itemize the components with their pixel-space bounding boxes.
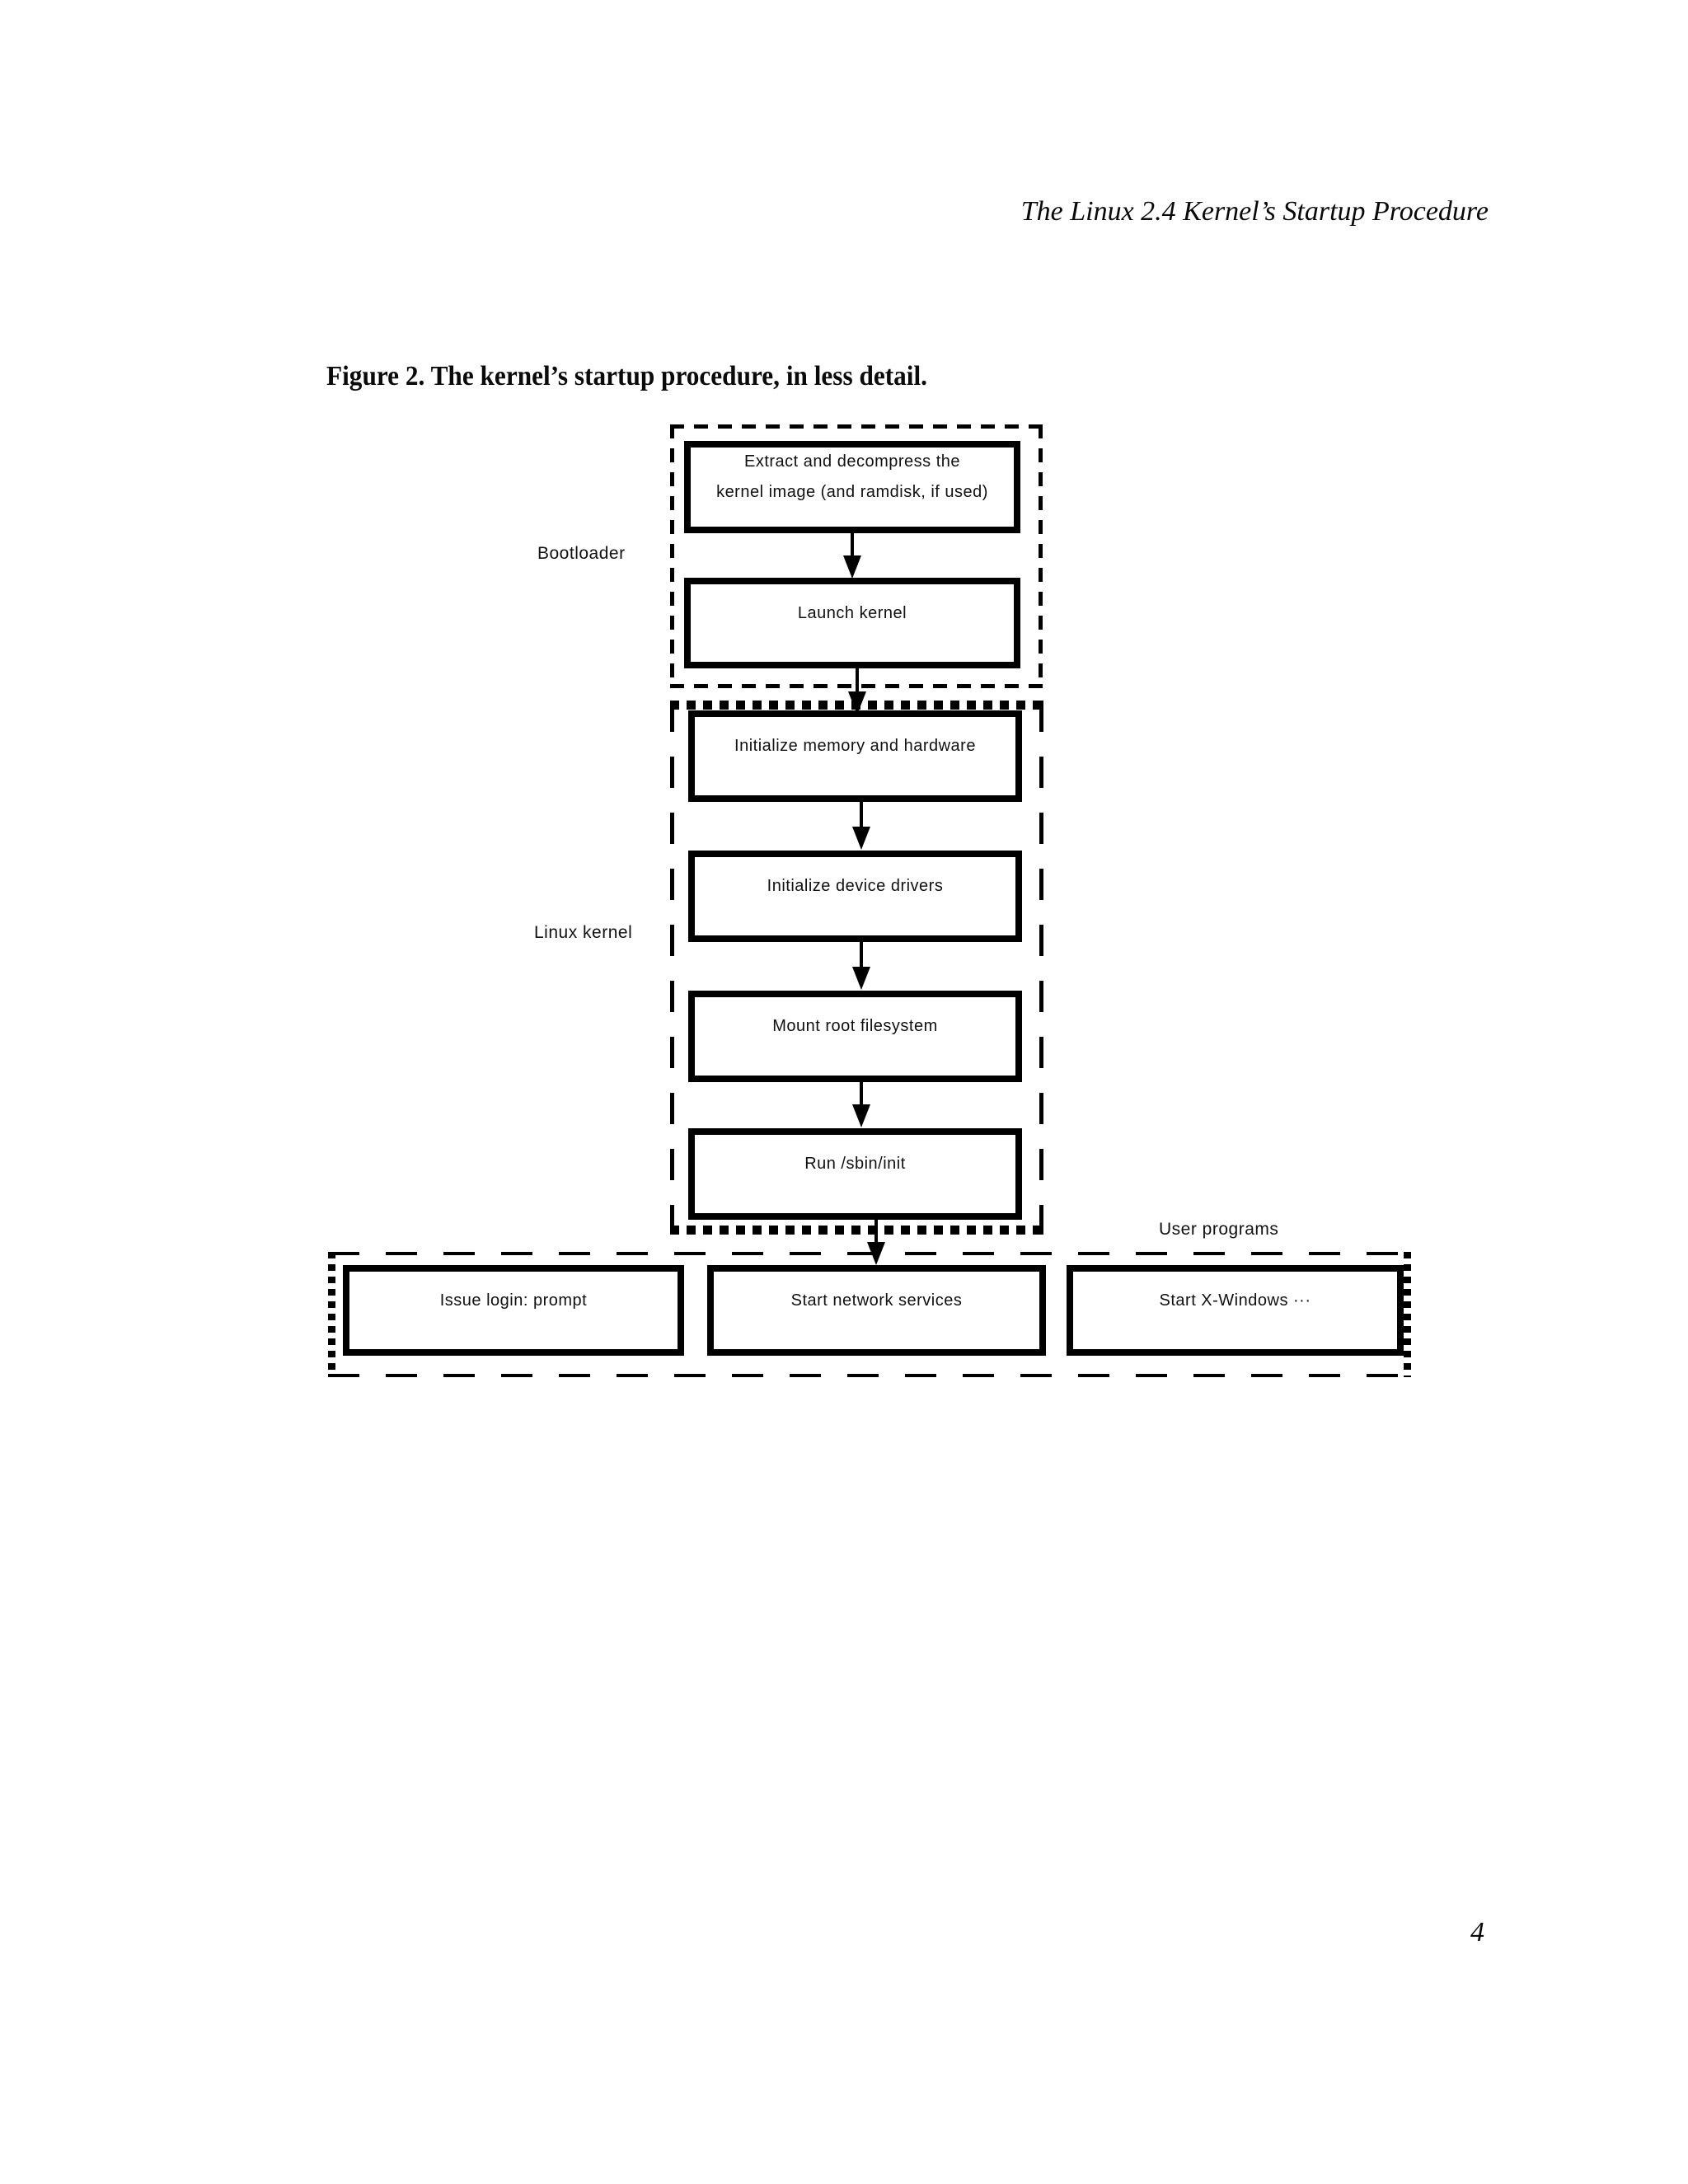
flow-box-issue-login: Issue login: prompt: [343, 1265, 684, 1356]
flow-box-run-init-label: Run /sbin/init: [804, 1155, 906, 1173]
dashed-border-left: [670, 424, 674, 688]
arrow-down-icon: [852, 827, 870, 850]
flow-box-extract-line2: kernel image (and ramdisk, if used): [716, 483, 988, 501]
dashed-border-bottom: [328, 1374, 1411, 1377]
arrow-down-icon: [852, 967, 870, 990]
arrow-connector-line: [874, 1220, 878, 1245]
flow-box-launch-label: Launch kernel: [797, 603, 907, 622]
bootloader-label: Bootloader: [537, 544, 626, 563]
flow-box-start-network: Start network services: [707, 1265, 1046, 1356]
flow-box-start-xwindows-label: Start X-Windows ···: [1159, 1291, 1311, 1310]
linux-kernel-group: [670, 701, 1043, 1235]
figure-caption: Figure 2. The kernel’s startup procedure…: [326, 361, 928, 391]
dashed-border-right: [1039, 424, 1043, 688]
page-number: 4: [1470, 1917, 1484, 1947]
flow-box-init-memory-label: Initialize memory and hardware: [734, 737, 976, 755]
dotted-border-top: [670, 701, 1043, 710]
dashed-border-top: [670, 424, 1043, 429]
flow-box-extract-line1: Extract and decompress the: [743, 452, 960, 471]
dotted-border-left: [328, 1252, 335, 1377]
flow-box-mount-root-label: Mount root filesystem: [772, 1017, 938, 1035]
dashed-border-left: [670, 701, 674, 1235]
flow-box-init-drivers: Initialize device drivers: [688, 851, 1022, 942]
flow-box-mount-root: Mount root filesystem: [688, 991, 1022, 1082]
arrow-down-icon: [843, 555, 861, 579]
arrow-connector-line: [860, 942, 863, 970]
flow-box-init-memory: Initialize memory and hardware: [688, 710, 1022, 802]
flow-box-extract-kernel: Extract and decompress the kernel image …: [684, 441, 1020, 533]
dashed-border-right: [1039, 701, 1043, 1235]
arrow-down-icon: [852, 1104, 870, 1127]
flow-box-launch-kernel: Launch kernel: [684, 578, 1020, 668]
flow-box-run-init: Run /sbin/init: [688, 1128, 1022, 1220]
linux-kernel-label: Linux kernel: [534, 923, 633, 942]
dotted-border-bottom: [670, 1226, 1043, 1235]
running-header: The Linux 2.4 Kernel’s Startup Procedure: [1020, 196, 1489, 227]
arrow-connector-line: [860, 1082, 863, 1108]
flow-box-start-xwindows: Start X-Windows ···: [1067, 1265, 1404, 1356]
user-programs-group: [328, 1252, 1411, 1377]
dotted-border-right: [1404, 1252, 1411, 1377]
arrow-connector-line: [860, 802, 863, 830]
arrow-connector-line: [856, 668, 859, 695]
user-programs-label: User programs: [1159, 1220, 1279, 1239]
dashed-border-top: [328, 1252, 1411, 1255]
flow-box-issue-login-label: Issue login: prompt: [439, 1291, 588, 1310]
flow-box-init-drivers-label: Initialize device drivers: [767, 877, 944, 895]
arrow-connector-line: [851, 533, 854, 559]
flow-box-start-network-label: Start network services: [790, 1291, 963, 1310]
